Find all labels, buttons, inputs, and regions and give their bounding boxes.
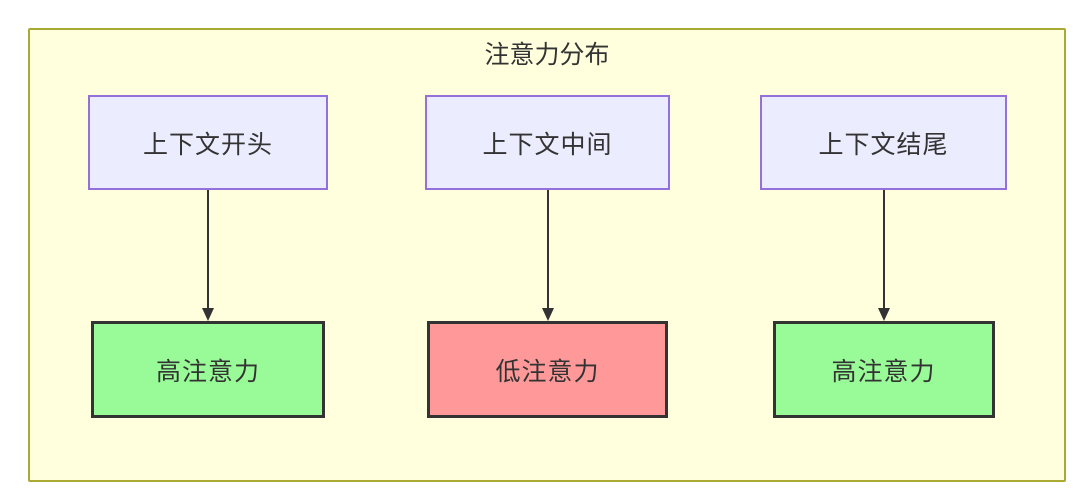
node-context-end: 上下文结尾	[760, 95, 1007, 190]
node-low-attention: 低注意力	[427, 321, 668, 418]
diagram-title: 注意力分布	[484, 41, 610, 69]
node-context-start-label: 上下文开头	[142, 130, 273, 159]
node-low-attention-label: 低注意力	[495, 357, 600, 386]
node-context-end-label: 上下文结尾	[818, 130, 949, 159]
node-context-middle-label: 上下文中间	[482, 130, 613, 159]
arrowhead-down-icon	[541, 308, 554, 321]
node-high-attention-1-label: 高注意力	[155, 357, 260, 386]
node-high-attention-1: 高注意力	[91, 321, 325, 418]
flow-column-middle: 上下文中间 低注意力	[425, 95, 670, 418]
subgraph-attention-distribution: 注意力分布 上下文开头 高注意力 上下文中间 低注意力	[28, 28, 1066, 482]
node-high-attention-2-label: 高注意力	[831, 357, 936, 386]
arrow-down-connector	[877, 190, 890, 321]
arrow-line	[546, 190, 549, 308]
arrow-down-connector	[541, 190, 554, 321]
arrowhead-down-icon	[877, 308, 890, 321]
arrow-down-connector	[202, 190, 214, 321]
node-context-start: 上下文开头	[88, 95, 328, 190]
arrow-line	[882, 190, 885, 308]
node-context-middle: 上下文中间	[425, 95, 670, 190]
flow-column-end: 上下文结尾 高注意力	[760, 95, 1007, 418]
flow-column-start: 上下文开头 高注意力	[88, 95, 328, 418]
arrowhead-down-icon	[202, 308, 214, 321]
arrow-line	[207, 190, 209, 308]
node-high-attention-2: 高注意力	[772, 321, 995, 418]
